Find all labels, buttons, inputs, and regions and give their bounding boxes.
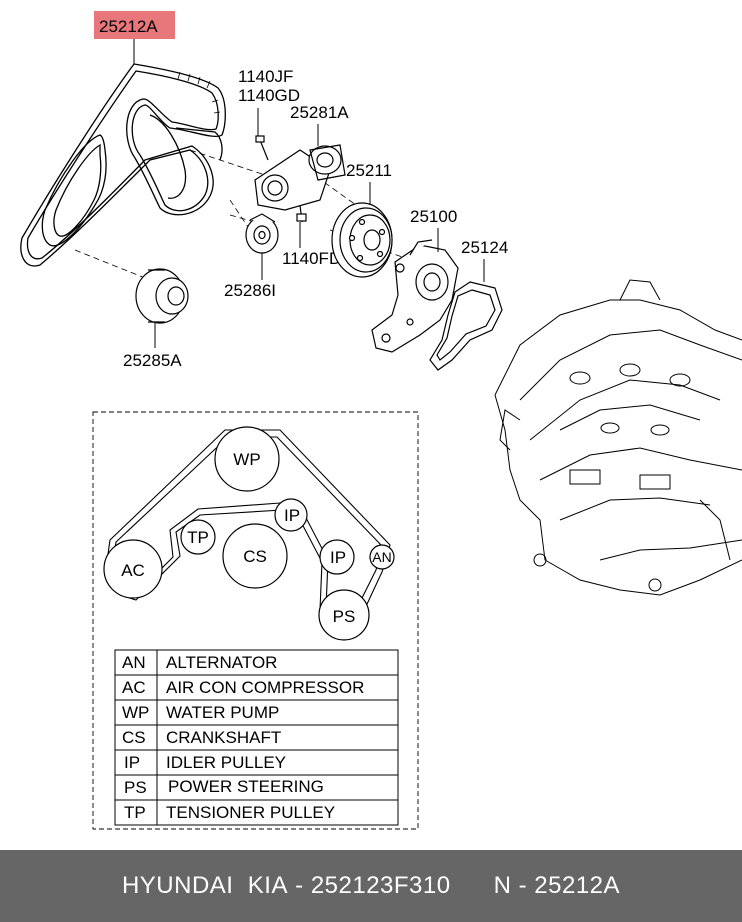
tensioner-assembly [254,135,346,223]
label-1140JF[interactable]: 1140JF [238,67,293,86]
label-25124[interactable]: 25124 [461,238,508,257]
legend-row-6-code: PS [124,778,147,797]
legend-row-2-code: AC [122,678,146,697]
water-pump [371,239,459,353]
legend-row-1-code: AN [122,653,146,672]
legend-row-7-code: TP [124,803,146,822]
pulley-tp-label: TP [187,528,209,547]
footer-brand: HYUNDAI KIA [121,872,288,899]
footer-sep-1: - [287,872,311,899]
label-25281A[interactable]: 25281A [290,103,349,122]
part-highlight-box[interactable] [94,11,175,39]
legend-row-5-code: IP [124,753,140,772]
footer-part-number[interactable]: 252123F310 [310,872,451,899]
pulley-ac-circle [103,539,163,599]
pulley-ac-label: AC [121,561,145,580]
label-25285A[interactable]: 25285A [123,351,182,370]
pulley-ps-label: PS [333,607,356,626]
pump-gasket [429,281,503,371]
label-25100[interactable]: 25100 [410,207,457,226]
pulley-an-circle [369,544,395,570]
idler-pulley [245,213,279,254]
legend-row-4-code: CS [122,728,146,747]
parts-diagram: 25212A 1140JF 1140GD 252 [20,11,742,830]
pulley-wp-label: WP [233,450,260,469]
routing-box [92,411,419,830]
pulley-cs-label: CS [243,547,267,566]
legend-row-3-name: WATER PUMP [166,703,279,722]
pulley-ip1-label: IP [284,506,300,525]
label-1140FD[interactable]: 1140FD [282,249,341,268]
legend-table: AN ALTERNATOR AC AIR CON COMPRESSOR WP W… [114,649,399,826]
legend-row-4-name: CRANKSHAFT [166,728,281,747]
legend-row-6-name: POWER STEERING [168,777,324,796]
label-25211[interactable]: 25211 [346,161,392,180]
pulley-an-label: AN [372,549,391,565]
engine-block [494,279,742,596]
legend-row-3-code: WP [122,703,149,722]
label-1140GD[interactable]: 1140GD [238,86,300,105]
pulley-wp-circle [214,426,280,492]
water-pump-pulley [331,202,393,278]
pulley-ps-circle [318,589,370,641]
legend-row-5-name: IDLER PULLEY [166,753,286,772]
footer-gap [451,872,494,900]
legend-row-7-name: TENSIONER PULLEY [166,803,335,822]
legend-row-2-name: AIR CON COMPRESSOR [166,678,364,697]
footer-ref: N - 25212A [493,872,621,899]
belt-drawing [20,63,226,267]
pulley-cs-circle [222,523,288,589]
pulley-ip2-circle [319,539,355,575]
legend-row-1-name: ALTERNATOR [166,653,277,672]
pulley-ip2-label: IP [330,548,346,567]
pulley-tp-circle [180,519,216,555]
footer-bar: HYUNDAI KIA - 252123F310 N - 25212A [0,850,742,922]
routing-pulleys [103,426,395,641]
pulley-ip1-circle [274,498,308,532]
label-25286I[interactable]: 25286I [224,281,276,300]
label-25212A[interactable]: 25212A [99,17,158,36]
crank-damper [135,268,189,324]
